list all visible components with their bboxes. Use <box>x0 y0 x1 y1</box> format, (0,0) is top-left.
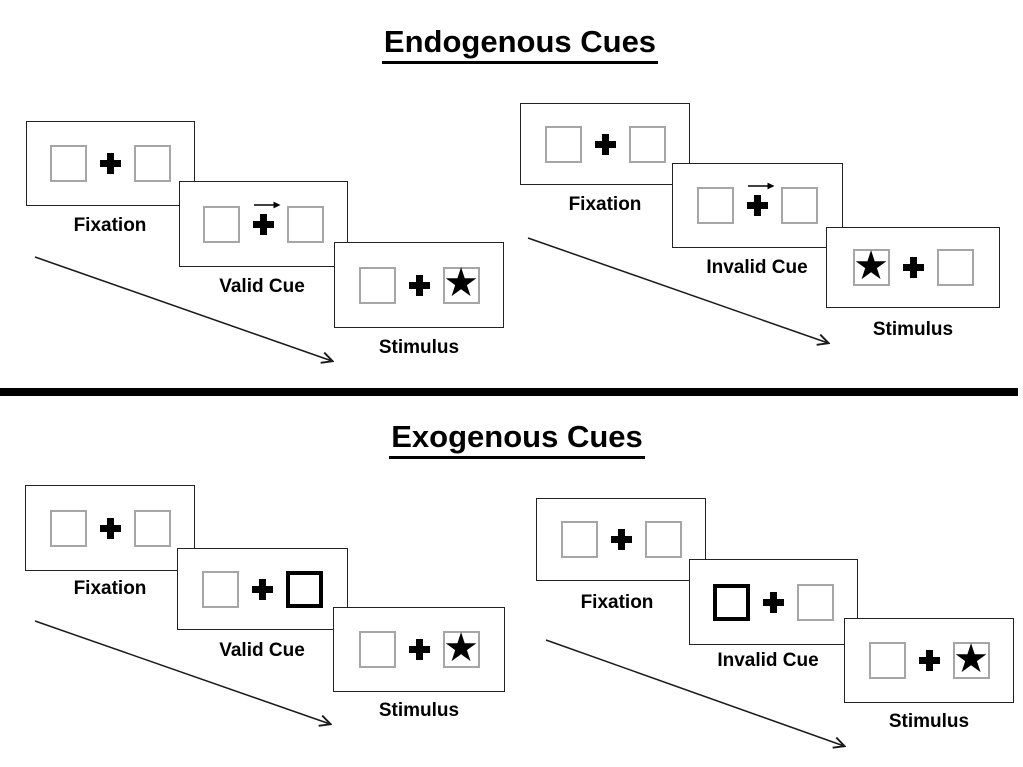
panel-label: Fixation <box>73 578 147 599</box>
right-target-box: ★ <box>442 624 480 671</box>
panel-label: Fixation <box>73 215 147 236</box>
left-placeholder-box <box>202 570 239 608</box>
panel-label: Fixation <box>580 592 654 613</box>
panel-label: Invalid Cue <box>706 257 808 278</box>
right-placeholder-box <box>644 521 682 558</box>
fixation-cross-icon <box>747 195 768 216</box>
exogenous-valid-fixation-screen <box>25 485 195 571</box>
cue-arrow-icon <box>748 182 775 190</box>
exogenous-valid-cue-screen <box>177 548 348 630</box>
right-placeholder-box <box>628 125 666 163</box>
star-icon: ★ <box>443 260 479 306</box>
star-icon: ★ <box>443 624 479 671</box>
sequence-arrow <box>34 256 341 369</box>
panel-label: Fixation <box>568 194 642 215</box>
panel-label: Valid Cue <box>219 640 305 661</box>
left-placeholder-box <box>868 642 906 679</box>
right-target-box: ★ <box>952 635 990 682</box>
right-placeholder-box <box>797 583 834 621</box>
right-placeholder-box <box>781 187 818 224</box>
left-placeholder-box <box>203 205 240 243</box>
panel-label: Stimulus <box>378 337 460 358</box>
panel-label: Stimulus <box>378 700 460 721</box>
fixation-cross-icon <box>408 274 430 296</box>
panel-label: Stimulus <box>872 319 954 340</box>
endogenous-valid-stimulus-screen: ★ <box>334 242 504 328</box>
central-cue <box>253 201 281 235</box>
star-icon: ★ <box>953 635 989 682</box>
endogenous-invalid-fixation-screen <box>520 103 690 185</box>
exogenous-valid-stimulus-screen: ★ <box>333 607 505 692</box>
fixation-cross-icon <box>408 639 430 660</box>
exogenous-invalid-fixation-screen <box>536 498 706 581</box>
left-placeholder-box <box>544 125 582 163</box>
endogenous-invalid-cue-screen <box>672 163 843 248</box>
exogenous-invalid-cue-screen <box>689 559 858 645</box>
section-title-text: Endogenous Cues <box>381 24 659 64</box>
right-placeholder-box <box>134 145 171 182</box>
fixation-cross-icon <box>100 153 121 174</box>
left-target-box: ★ <box>852 242 890 289</box>
endogenous-valid-cue-screen <box>179 181 348 267</box>
left-placeholder-box <box>358 631 396 668</box>
fixation-cross-icon <box>252 578 273 600</box>
right-placeholder-box <box>133 509 171 547</box>
section-title-exogenous: Exogenous Cues <box>0 419 1023 459</box>
right-target-box: ★ <box>442 263 480 304</box>
panel-label: Invalid Cue <box>717 650 819 671</box>
endogenous-invalid-stimulus-screen: ★ <box>826 227 1000 308</box>
sequence-arrow <box>527 237 837 351</box>
fixation-cross-icon <box>918 650 940 671</box>
left-highlighted-cue-box <box>713 583 750 621</box>
right-highlighted-cue-box <box>286 570 323 608</box>
fixation-cross-icon <box>594 133 616 155</box>
fixation-cross-icon <box>610 529 632 550</box>
fixation-cross-icon <box>253 213 274 235</box>
sequence-arrow <box>545 639 853 754</box>
section-title-text: Exogenous Cues <box>389 419 645 459</box>
cue-arrow-icon <box>254 201 281 208</box>
fixation-cross-icon <box>902 257 924 278</box>
panel-label: Valid Cue <box>219 276 305 297</box>
sequence-arrow <box>34 620 339 732</box>
section-divider <box>0 388 1018 396</box>
left-placeholder-box <box>697 187 734 224</box>
panel-label: Stimulus <box>888 711 970 732</box>
fixation-cross-icon <box>763 591 784 613</box>
central-cue <box>747 182 775 216</box>
left-placeholder-box <box>49 509 87 547</box>
fixation-cross-icon <box>99 517 121 539</box>
left-placeholder-box <box>50 145 87 182</box>
section-title-endogenous: Endogenous Cues <box>0 24 1023 64</box>
right-placeholder-box <box>936 249 974 286</box>
left-placeholder-box <box>560 521 598 558</box>
exogenous-invalid-stimulus-screen: ★ <box>844 618 1014 703</box>
right-placeholder-box <box>287 205 324 243</box>
endogenous-valid-fixation-screen <box>26 121 195 206</box>
star-icon: ★ <box>853 242 889 289</box>
left-placeholder-box <box>358 266 396 304</box>
